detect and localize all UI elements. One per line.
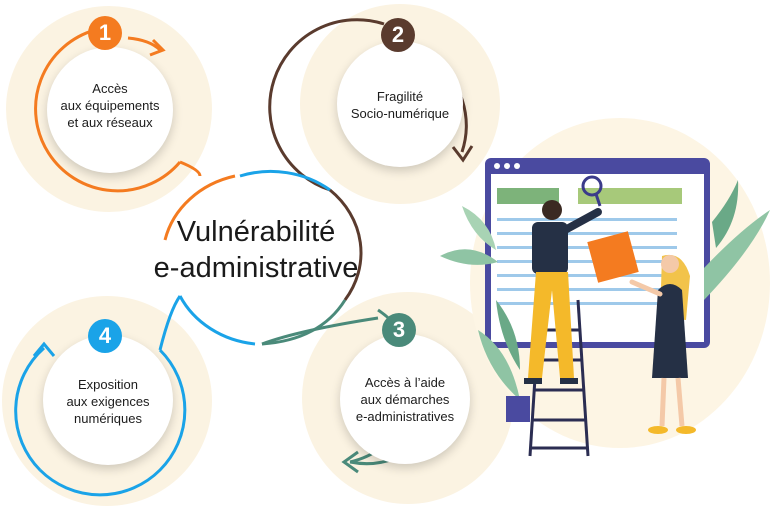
disc-1 [47,47,173,173]
step-2-badge: 2 [381,18,415,52]
illustration-plants [440,180,770,422]
disc-4 [43,335,173,465]
arrow-4-icon [32,341,56,357]
arrow-1-icon [149,38,166,57]
illustration-woman [629,254,696,434]
arrow-3-icon [341,450,359,474]
step-4-label: Exposition aux exigences numériques [66,376,150,426]
step-4-badge: 4 [88,319,122,353]
central-title: Vulnérabilité e-administrative [130,214,382,286]
central-title-line-2: e-administrative [153,252,359,284]
central-title-line-1: Vulnérabilité [176,216,336,248]
step-3-label: Accès à l’aide aux démarches e-administr… [355,374,455,424]
arrow-2-icon [451,145,474,163]
disc-2 [337,41,463,167]
step-3-badge: 3 [382,313,416,347]
illustration-card [587,231,639,283]
step-1-badge: 1 [88,16,122,50]
illustration-man [524,175,603,384]
disc-3 [340,334,470,464]
step-1-label: Accès aux équipements et aux réseaux [60,80,160,130]
step-2-label: Fragilité Socio-numérique [350,89,450,121]
